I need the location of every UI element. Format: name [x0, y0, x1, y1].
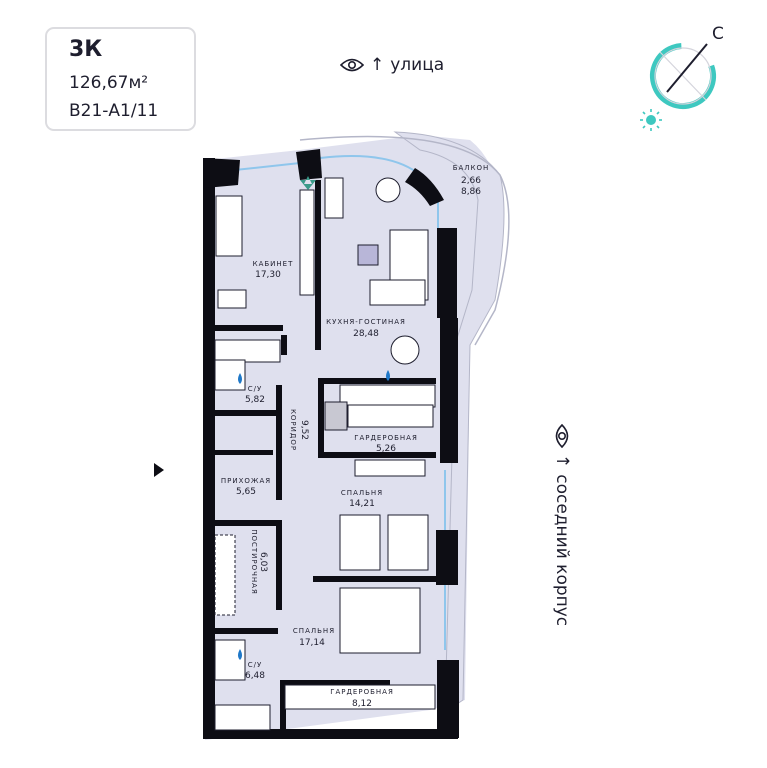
- room-area: 17,14: [299, 638, 325, 648]
- view-street-label: ↑ улица: [340, 55, 444, 75]
- sun-icon: [640, 109, 662, 131]
- compass-icon: [650, 43, 716, 109]
- room-area: 14,21: [349, 499, 375, 509]
- walls: [203, 149, 459, 739]
- room-area: 28,48: [353, 329, 379, 339]
- room-name: СПАЛЬНЯ: [341, 489, 383, 497]
- room-name: КАБИНЕТ: [253, 260, 294, 268]
- room-name: С/У: [248, 385, 263, 393]
- apartment-code: В21-А1/11: [69, 101, 159, 121]
- room-area: 5,65: [236, 487, 256, 497]
- entrance-arrow-icon: [154, 463, 164, 477]
- room-area: 9,52: [299, 420, 309, 440]
- total-area: 126,67м²: [69, 73, 149, 93]
- room-labels: БАЛКОН 2,66 8,86 КАБИНЕТ 17,30 КУХНЯ-ГОС…: [221, 164, 490, 709]
- room-name: ГАРДЕРОБНАЯ: [354, 434, 418, 442]
- balcony-outline: [299, 135, 510, 346]
- room-area: 5,26: [376, 444, 396, 454]
- apartment-info-card: 3К 126,67м² В21-А1/11: [45, 27, 196, 131]
- room-area: 6,03: [258, 552, 268, 572]
- room-name: ПРИХОЖАЯ: [221, 477, 271, 485]
- room-area: 5,82: [245, 395, 265, 405]
- room-name: ГАРДЕРОБНАЯ: [330, 688, 394, 696]
- room-area: 17,30: [255, 270, 281, 280]
- plant-icon: [300, 176, 316, 190]
- compass-north-label: С: [712, 24, 724, 44]
- water-drop-icon: [238, 370, 390, 660]
- room-area: 6,48: [245, 671, 265, 681]
- room-area: 2,66: [461, 176, 481, 186]
- eye-icon: [555, 424, 569, 448]
- room-area: 8,86: [461, 187, 481, 197]
- room-name: СПАЛЬНЯ: [293, 627, 335, 635]
- room-name: КОРИДОР: [289, 409, 297, 451]
- room-name: КУХНЯ-ГОСТИНАЯ: [326, 318, 406, 326]
- view-street-text: улица: [390, 55, 445, 75]
- eye-icon: [340, 58, 364, 72]
- arrow-up-icon: ↑: [370, 55, 385, 75]
- room-name: С/У: [248, 661, 263, 669]
- rooms-count: 3К: [69, 37, 103, 62]
- room-area: 8,12: [352, 699, 372, 709]
- room-name: БАЛКОН: [453, 164, 490, 172]
- room-name: ПОСТИРОЧНАЯ: [250, 529, 258, 595]
- view-neighbor-label: ↑ соседний корпус: [552, 424, 572, 626]
